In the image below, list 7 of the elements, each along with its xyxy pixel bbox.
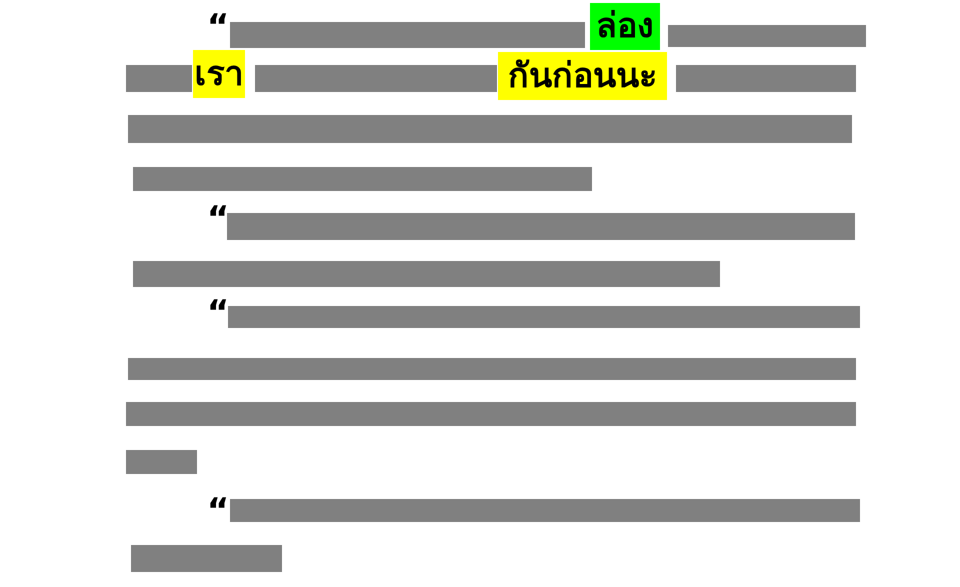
quotation-mark: “ (206, 198, 230, 241)
quotation-mark: “ (206, 292, 230, 335)
quotation-mark: “ (206, 6, 230, 49)
highlighted-word: ล่อง (590, 3, 660, 50)
highlighted-word: กันก่อนนะ (498, 52, 667, 100)
highlighted-word: เรา (193, 50, 245, 98)
quotation-mark: “ (206, 490, 230, 533)
